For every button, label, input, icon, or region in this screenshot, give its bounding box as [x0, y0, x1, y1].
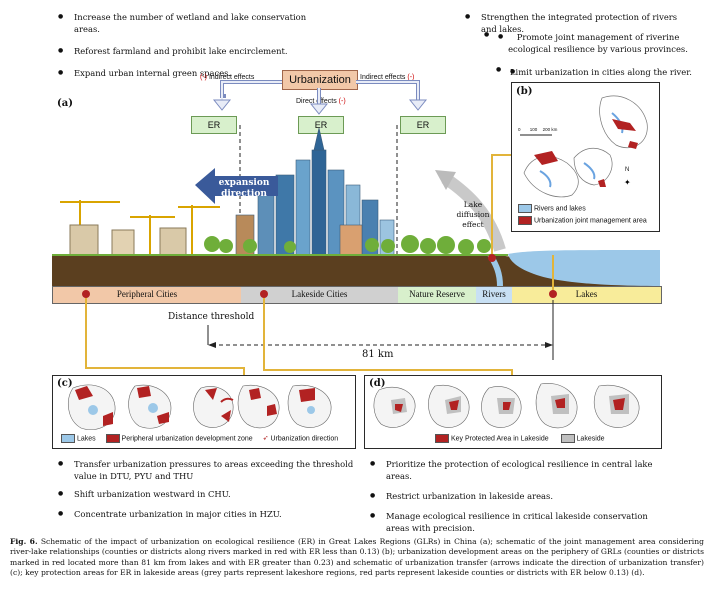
- scale-200: 200 km: [542, 127, 558, 132]
- legend-c: Lakes Peripheral urbanization developmen…: [61, 434, 351, 443]
- caption-text: Schematic of the impact of urbanization …: [10, 537, 704, 578]
- legend-label: Urbanization joint management area: [533, 217, 647, 225]
- top-right-bullet-2: Promote joint management of riverine eco…: [498, 31, 698, 65]
- map-c-illustration: [68, 384, 332, 430]
- figure-caption: Fig. 6. Schematic of the impact of urban…: [10, 537, 704, 579]
- legend-swatch-lake: [61, 434, 75, 443]
- map-b-illustration: ✦: [520, 95, 648, 198]
- bullet-item: Strengthen the integrated protection of …: [465, 11, 695, 35]
- direct-effects-text: Direct effects: [296, 98, 337, 105]
- bullet-item: Prioritize the protection of ecological …: [370, 458, 670, 482]
- panel-d-maps: (d) Key Protected Area in Lakeside Lakes…: [364, 375, 662, 449]
- scene-illustration: [52, 125, 660, 290]
- negative-sign: (-): [200, 74, 207, 81]
- legend-label: Lakes: [76, 435, 96, 443]
- zone-band: Peripheral Cities Lakeside Cities Nature…: [52, 286, 662, 304]
- panel-label-b: (b): [516, 86, 533, 97]
- scale-bar-labels: 0 100 200 km: [518, 127, 557, 132]
- bottom-right-bullets: Prioritize the protection of ecological …: [370, 458, 670, 544]
- legend-swatch-lake: [518, 204, 532, 213]
- bullet-item: Limit urbanization in cities along the r…: [510, 66, 710, 78]
- zone-nature-reserve: Nature Reserve: [398, 287, 476, 303]
- legend-swatch-grey: [560, 434, 575, 443]
- bullet-dot: ●: [484, 31, 490, 38]
- expansion-direction-label: expansion direction: [218, 178, 270, 199]
- distance-value: 81 km: [362, 349, 394, 360]
- legend-label: Peripheral urbanization development zone: [121, 435, 253, 443]
- legend-label: Rivers and lakes: [533, 205, 586, 213]
- bullet-dot: ●: [496, 66, 502, 73]
- lake-diffusion-label: Lake diffusion effect: [456, 200, 490, 229]
- legend-rivers-lakes: Rivers and lakes: [518, 204, 586, 213]
- urbanization-direction-icon: ➶: [262, 435, 269, 443]
- legend-swatch-red: [518, 216, 532, 225]
- panel-label-d: (d): [369, 378, 386, 389]
- legend-label: Lakeside: [576, 435, 605, 443]
- scale-100: 100: [529, 127, 538, 132]
- panel-b-map: (b) ✦ 0 100 200 km N Rivers and lakes Ur…: [511, 82, 660, 232]
- legend-joint-management: Urbanization joint management area: [518, 216, 647, 225]
- top-right-bullet-1: Strengthen the integrated protection of …: [465, 11, 695, 45]
- bottom-left-bullets: Transfer urbanization pressures to areas…: [58, 458, 358, 530]
- er-box-left: ER: [191, 116, 237, 134]
- er-box-right: ER: [400, 116, 446, 134]
- bullet-item: Shift urbanization westward in CHU.: [58, 488, 358, 500]
- panel-label-c: (c): [57, 378, 73, 389]
- negative-sign: (-): [338, 98, 346, 105]
- bullet-item: Promote joint management of riverine eco…: [498, 31, 698, 55]
- legend-swatch-red: [435, 434, 449, 443]
- bullet-item: Restrict urbanization in lakeside areas.: [370, 490, 670, 502]
- legend-d: Key Protected Area in Lakeside Lakeside: [435, 434, 655, 443]
- indirect-effects-left: (-) Indirect effects: [200, 74, 254, 81]
- panel-c-maps: (c) Lakes Peripheral urbanization develo…: [52, 375, 356, 449]
- scale-0: 0: [518, 127, 521, 132]
- legend-label: Key Protected Area in Lakeside: [450, 435, 549, 443]
- indirect-effects-text: Indirect effects: [360, 74, 406, 81]
- panel-label-a: (a): [57, 98, 73, 109]
- distance-threshold-label: Distance threshold: [168, 312, 255, 322]
- top-left-bullets: Increase the number of wetland and lake …: [58, 11, 318, 89]
- bullet-item: Increase the number of wetland and lake …: [58, 11, 318, 35]
- direct-effects: Direct effects (-): [296, 98, 346, 105]
- connector-lines: [82, 154, 557, 375]
- caption-label: Fig. 6.: [10, 537, 38, 546]
- bullet-item: Manage ecological resilience in critical…: [370, 510, 670, 534]
- zone-lakes: Lakes: [512, 287, 661, 303]
- bullet-item: Expand urban internal green spaces.: [58, 67, 318, 79]
- indirect-effects-right: Indirect effects (-): [360, 74, 414, 81]
- legend-swatch-red: [105, 434, 120, 443]
- bullet-item: Reforest farmland and prohibit lake enci…: [58, 45, 318, 57]
- map-d-illustration: [373, 383, 640, 429]
- bullet-item: Transfer urbanization pressures to areas…: [58, 458, 358, 482]
- legend-label: Urbanization direction: [270, 435, 339, 443]
- north-arrow-icon: ✦: [624, 178, 631, 187]
- bullet-item: Concentrate urbanization in major cities…: [58, 508, 358, 520]
- north-label: N: [625, 167, 630, 173]
- top-right-bullet-3: Limit urbanization in cities along the r…: [510, 66, 710, 88]
- zone-peripheral-cities: Peripheral Cities: [53, 287, 241, 303]
- zone-lakeside-cities: Lakeside Cities: [241, 287, 398, 303]
- zone-rivers: Rivers: [476, 287, 512, 303]
- negative-sign: (-): [407, 74, 415, 81]
- effect-arrows: [212, 80, 428, 115]
- indirect-effects-text: Indirect effects: [208, 74, 255, 81]
- er-box-center: ER: [298, 116, 344, 134]
